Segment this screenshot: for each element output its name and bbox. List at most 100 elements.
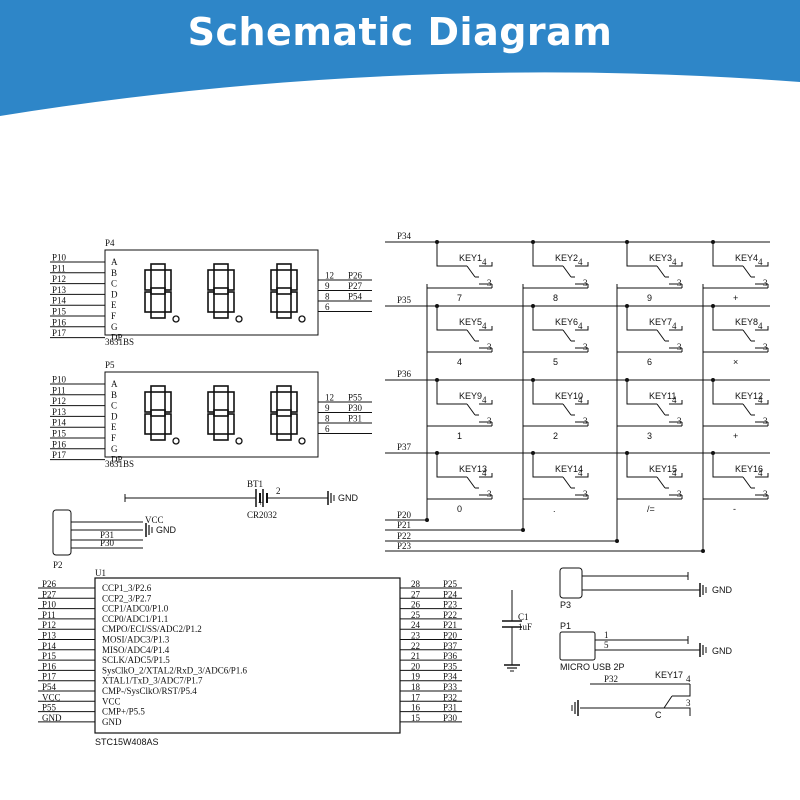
cap-value: 1uF bbox=[518, 622, 532, 632]
key-pin-4: 4 bbox=[672, 321, 677, 331]
key-wire-pin4 bbox=[479, 326, 493, 331]
mcu-pin-number: 26 bbox=[411, 600, 421, 610]
display-pin-number: 9 bbox=[325, 403, 330, 413]
key-wire-a bbox=[436, 242, 467, 267]
segment-label: A bbox=[111, 379, 118, 389]
key-pin-4: 4 bbox=[672, 395, 677, 405]
display-net-label: P12 bbox=[52, 396, 66, 406]
key-wire-a bbox=[626, 306, 657, 331]
display-net-label: P27 bbox=[348, 281, 363, 291]
segment bbox=[144, 413, 152, 435]
junction-dot bbox=[425, 518, 429, 522]
segment bbox=[207, 269, 215, 291]
key-ref: KEY4 bbox=[735, 253, 758, 263]
key-ref: KEY12 bbox=[735, 391, 763, 401]
decimal-point bbox=[298, 437, 306, 445]
key-wire-pin4 bbox=[669, 262, 683, 267]
mcu-pin-function: SCLK/ADC5/P1.5 bbox=[102, 655, 170, 665]
mcu-left-net-label: P16 bbox=[42, 661, 57, 671]
segment bbox=[213, 263, 229, 271]
display-net-label: P10 bbox=[52, 253, 67, 263]
seven-segment-digit bbox=[270, 385, 306, 445]
key-wire-a bbox=[712, 380, 743, 405]
mcu-pin-function: CCP0/ADC1/P1.1 bbox=[102, 614, 168, 624]
display-net-label: P31 bbox=[348, 414, 362, 424]
key-symbol: + bbox=[733, 431, 738, 441]
row-net-label: P34 bbox=[397, 231, 412, 241]
seven-segment-digit bbox=[207, 263, 243, 323]
key-pin-4: 4 bbox=[578, 257, 583, 267]
mcu-right-net-label: P34 bbox=[443, 672, 458, 682]
mcu-pin-function: MISO/ADC4/P1.4 bbox=[102, 645, 170, 655]
mcu-pin-number: 22 bbox=[411, 641, 420, 651]
mcu-pin-number: 16 bbox=[411, 703, 421, 713]
row-net-label: P36 bbox=[397, 369, 412, 379]
key-symbol: 5 bbox=[553, 357, 558, 367]
display-net-label: P55 bbox=[348, 393, 363, 403]
key17-switch-blade bbox=[663, 695, 673, 709]
mcu-part-number: STC15W408AS bbox=[95, 737, 159, 747]
segment bbox=[276, 433, 292, 441]
key-ref: KEY6 bbox=[555, 317, 578, 327]
segment bbox=[164, 269, 172, 291]
segment bbox=[164, 413, 172, 435]
segment-label: E bbox=[111, 300, 117, 310]
mcu-pin-function: CCP1_3/P2.6 bbox=[102, 583, 152, 593]
decimal-point bbox=[172, 437, 180, 445]
mcu-right-net-label: P37 bbox=[443, 641, 458, 651]
key-pin-3: 3 bbox=[677, 416, 682, 426]
key-symbol: 1 bbox=[457, 431, 462, 441]
key-pin-3: 3 bbox=[677, 342, 682, 352]
key-wire-pin4 bbox=[479, 262, 493, 267]
key-pin-4: 4 bbox=[758, 257, 763, 267]
mcu-right-net-label: P31 bbox=[443, 703, 457, 713]
p2-net-label: P30 bbox=[100, 538, 115, 548]
key-ref: KEY16 bbox=[735, 464, 763, 474]
key-pin-3: 3 bbox=[677, 278, 682, 288]
display-net-label: P17 bbox=[52, 328, 67, 338]
mcu-left-net-label: P15 bbox=[42, 651, 57, 661]
key-wire-pin4 bbox=[575, 326, 589, 331]
segment bbox=[276, 263, 292, 271]
segment-label: G bbox=[111, 444, 118, 454]
key-pin-3: 3 bbox=[763, 416, 768, 426]
display-net-label: P17 bbox=[52, 450, 67, 460]
p3-gnd-label: GND bbox=[712, 585, 733, 595]
mcu-right-net-label: P23 bbox=[443, 600, 458, 610]
key-pin-4: 4 bbox=[482, 395, 487, 405]
key-ref: KEY14 bbox=[555, 464, 583, 474]
key-ref: KEY3 bbox=[649, 253, 672, 263]
p2-connector-body bbox=[52, 509, 72, 556]
display-body bbox=[104, 249, 319, 336]
key-switch-blade bbox=[466, 403, 476, 416]
display-part-number: 3631BS bbox=[105, 337, 134, 347]
key-pin-3: 3 bbox=[583, 489, 588, 499]
display-body bbox=[104, 371, 319, 458]
decimal-point bbox=[235, 437, 243, 445]
display-net-label: P14 bbox=[52, 418, 67, 428]
mcu-pin-function: GND bbox=[102, 717, 122, 727]
key-switch-blade bbox=[656, 265, 666, 278]
segment bbox=[207, 391, 215, 413]
key-switch-blade bbox=[742, 265, 752, 278]
segment bbox=[213, 311, 229, 319]
seven-segment-digit bbox=[144, 385, 180, 445]
key-symbol: 0 bbox=[457, 504, 462, 514]
key-symbol: + bbox=[733, 293, 738, 303]
key-symbol: /= bbox=[647, 504, 655, 514]
key-wire-a bbox=[436, 453, 467, 478]
segment bbox=[270, 413, 278, 435]
segment-label: F bbox=[111, 311, 116, 321]
mcu-pin-number: 17 bbox=[411, 692, 421, 702]
key-wire-a bbox=[626, 242, 657, 267]
key-wire-pin4 bbox=[755, 400, 769, 405]
usb-connector-body bbox=[559, 631, 596, 661]
key-wire-a bbox=[436, 380, 467, 405]
key-wire-pin4 bbox=[669, 473, 683, 478]
mcu-left-net-label: P12 bbox=[42, 620, 56, 630]
key-symbol: 6 bbox=[647, 357, 652, 367]
p2-ref: P2 bbox=[53, 560, 63, 570]
usb-pin-number: 5 bbox=[604, 640, 609, 650]
mcu-left-net-label: P13 bbox=[42, 631, 57, 641]
mcu-pin-function: SysClkO_2/XTAL2/RxD_3/ADC6/P1.6 bbox=[102, 665, 248, 675]
